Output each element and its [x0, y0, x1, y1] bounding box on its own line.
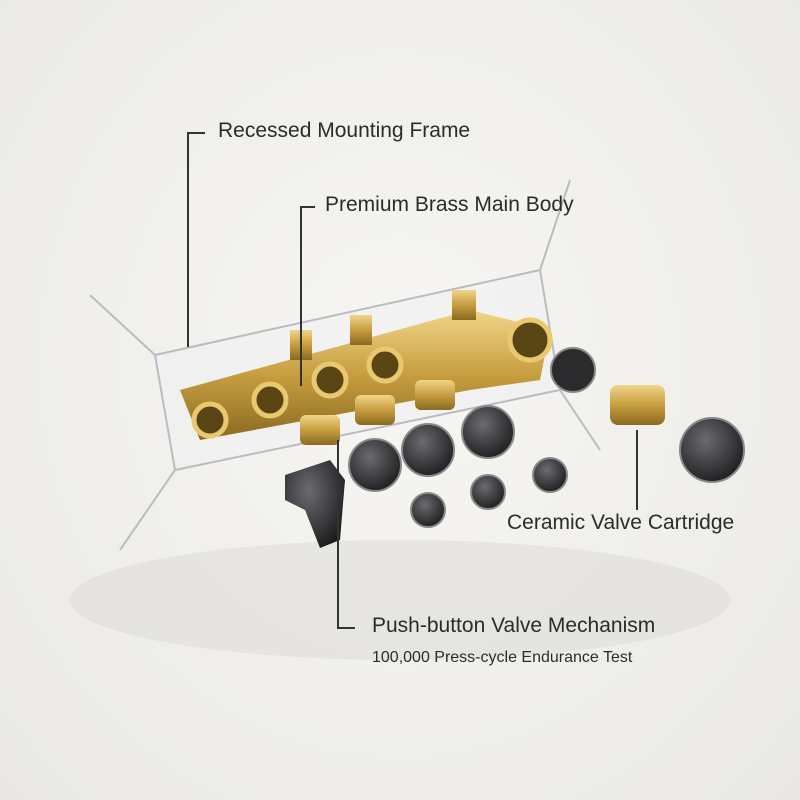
callout-cartridge: Ceramic Valve Cartridge [507, 511, 735, 534]
callout-pushbutton-sub: 100,000 Press-cycle Endurance Test [372, 649, 633, 666]
shadow [70, 540, 730, 660]
callout-pushbutton: Push-button Valve Mechanism [372, 614, 656, 637]
push-button-knobs [348, 347, 745, 528]
callout-frame: Recessed Mounting Frame [218, 119, 471, 142]
handshower-holder [285, 460, 345, 548]
callout-body: Premium Brass Main Body [325, 193, 574, 216]
valve-cartridges [300, 380, 665, 445]
brass-main-body [180, 290, 553, 440]
